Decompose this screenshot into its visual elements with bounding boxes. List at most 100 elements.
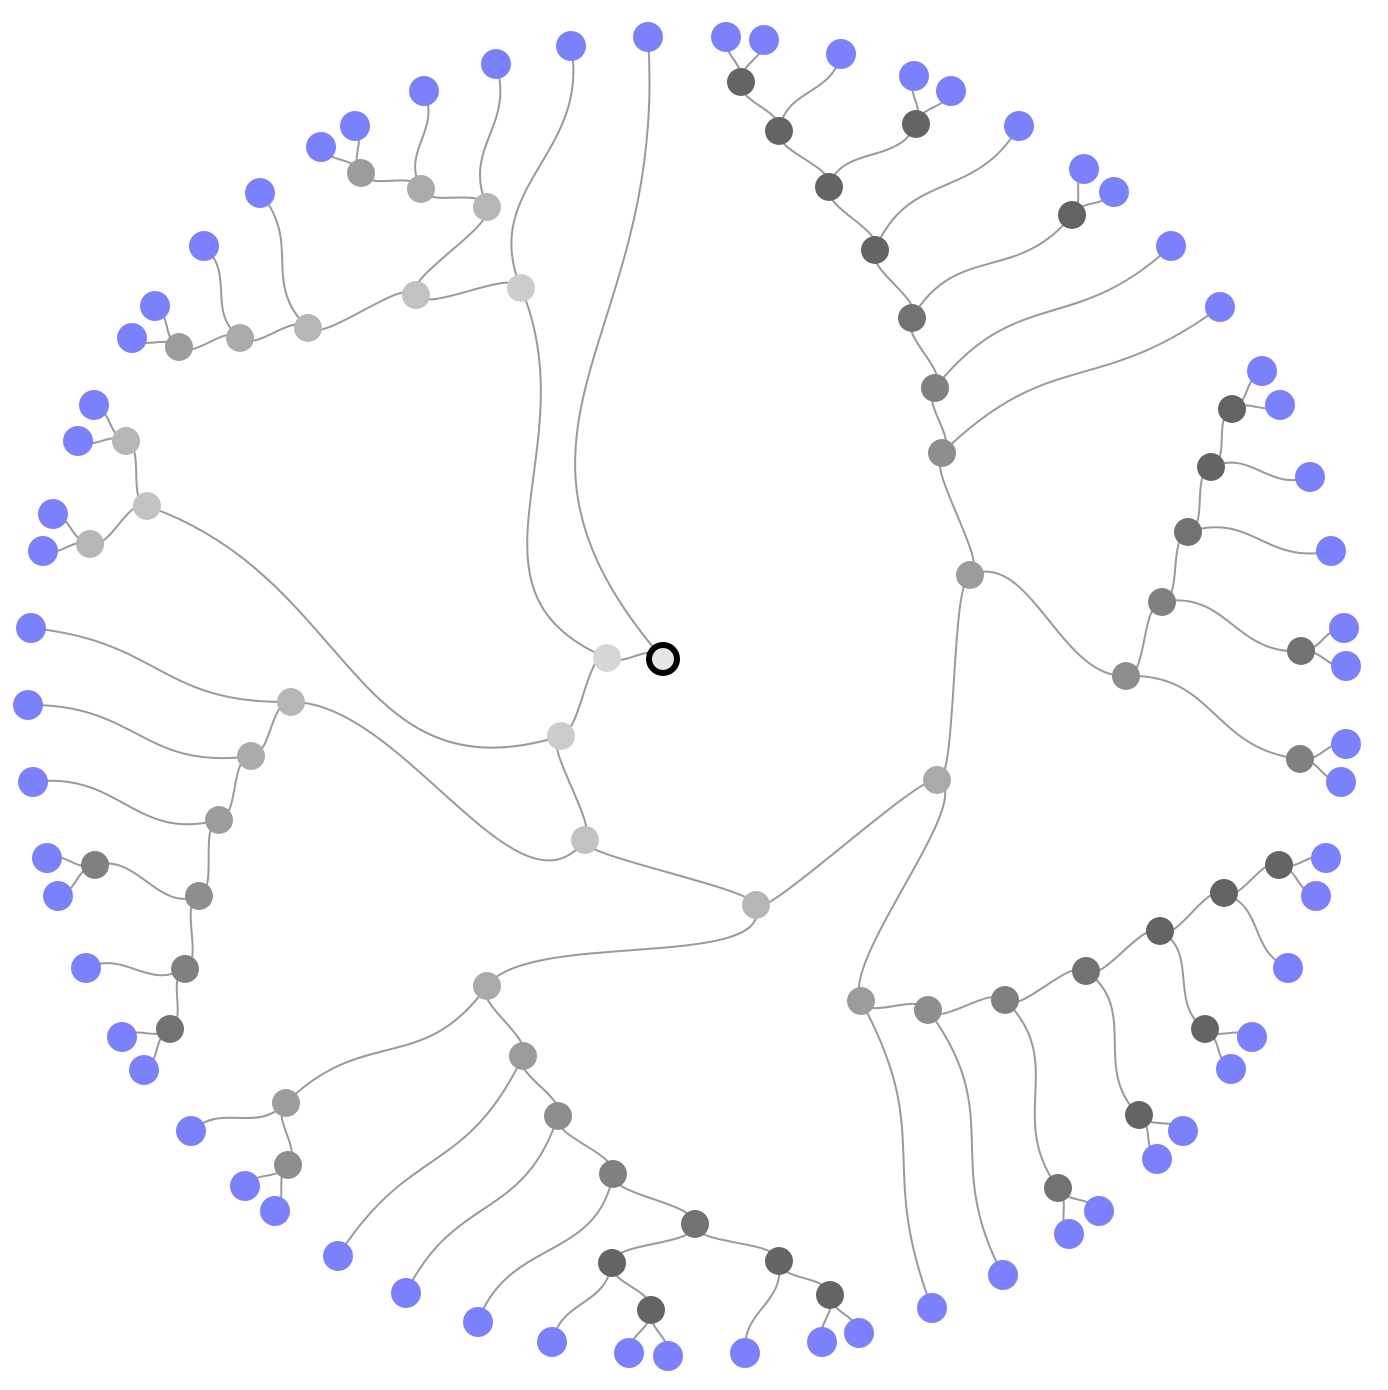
internal-node[interactable] [898,304,926,332]
internal-node[interactable] [205,806,233,834]
leaf-node[interactable] [1326,767,1356,797]
internal-node[interactable] [81,851,109,879]
leaf-node[interactable] [1216,1054,1246,1084]
leaf-node[interactable] [1084,1196,1114,1226]
internal-node[interactable] [816,1281,844,1309]
leaf-node[interactable] [614,1338,644,1368]
leaf-node[interactable] [1329,613,1359,643]
internal-node[interactable] [1174,518,1202,546]
leaf-node[interactable] [1054,1219,1084,1249]
leaf-node[interactable] [176,1116,206,1146]
leaf-node[interactable] [18,767,48,797]
leaf-node[interactable] [711,22,741,52]
leaf-node[interactable] [1142,1144,1172,1174]
leaf-node[interactable] [71,953,101,983]
root-node[interactable] [646,642,680,676]
leaf-node[interactable] [1237,1022,1267,1052]
internal-node[interactable] [681,1210,709,1238]
leaf-node[interactable] [826,39,856,69]
internal-node[interactable] [507,274,535,302]
leaf-node[interactable] [16,613,46,643]
leaf-node[interactable] [38,499,68,529]
internal-node[interactable] [294,314,322,342]
leaf-node[interactable] [556,31,586,61]
internal-node[interactable] [914,996,942,1024]
leaf-node[interactable] [1316,536,1346,566]
internal-node[interactable] [742,891,770,919]
leaf-node[interactable] [1099,177,1129,207]
leaf-node[interactable] [323,1241,353,1271]
internal-node[interactable] [1287,637,1315,665]
internal-node[interactable] [1265,851,1293,879]
internal-node[interactable] [571,826,599,854]
internal-node[interactable] [76,530,104,558]
leaf-node[interactable] [391,1278,421,1308]
leaf-node[interactable] [807,1327,837,1357]
internal-node[interactable] [598,1249,626,1277]
internal-node[interactable] [347,159,375,187]
leaf-node[interactable] [28,536,58,566]
internal-node[interactable] [861,236,889,264]
internal-node[interactable] [237,742,265,770]
internal-node[interactable] [1210,879,1238,907]
internal-node[interactable] [1286,745,1314,773]
internal-node[interactable] [727,68,755,96]
internal-node[interactable] [1191,1015,1219,1043]
leaf-node[interactable] [537,1327,567,1357]
leaf-node[interactable] [1247,356,1277,386]
internal-node[interactable] [272,1089,300,1117]
leaf-node[interactable] [899,61,929,91]
internal-node[interactable] [226,324,254,352]
leaf-node[interactable] [117,323,147,353]
leaf-node[interactable] [79,390,109,420]
leaf-node[interactable] [1004,111,1034,141]
internal-node[interactable] [1044,1174,1072,1202]
leaf-node[interactable] [260,1196,290,1226]
internal-node[interactable] [599,1160,627,1188]
internal-node[interactable] [112,427,140,455]
internal-node[interactable] [547,722,575,750]
internal-node[interactable] [509,1042,537,1070]
internal-node[interactable] [1197,453,1225,481]
internal-node[interactable] [1072,957,1100,985]
leaf-node[interactable] [230,1171,260,1201]
internal-node[interactable] [133,492,161,520]
leaf-node[interactable] [409,76,439,106]
leaf-node[interactable] [1311,843,1341,873]
leaf-node[interactable] [129,1055,159,1085]
leaf-node[interactable] [340,111,370,141]
leaf-node[interactable] [245,178,275,208]
leaf-node[interactable] [140,291,170,321]
internal-node[interactable] [956,561,984,589]
leaf-node[interactable] [988,1260,1018,1290]
internal-node[interactable] [1112,662,1140,690]
leaf-node[interactable] [917,1293,947,1323]
leaf-node[interactable] [936,76,966,106]
internal-node[interactable] [928,439,956,467]
internal-node[interactable] [902,110,930,138]
leaf-node[interactable] [32,843,62,873]
leaf-node[interactable] [306,132,336,162]
leaf-node[interactable] [1331,729,1361,759]
internal-node[interactable] [923,766,951,794]
internal-node[interactable] [544,1102,572,1130]
leaf-node[interactable] [1273,953,1303,983]
internal-node[interactable] [765,1247,793,1275]
internal-node[interactable] [815,173,843,201]
internal-node[interactable] [165,333,193,361]
leaf-node[interactable] [1156,231,1186,261]
internal-node[interactable] [407,175,435,203]
leaf-node[interactable] [1205,292,1235,322]
internal-node[interactable] [593,644,621,672]
internal-node[interactable] [1148,588,1176,616]
leaf-node[interactable] [730,1338,760,1368]
internal-node[interactable] [274,1151,302,1179]
leaf-node[interactable] [107,1022,137,1052]
leaf-node[interactable] [13,690,43,720]
internal-node[interactable] [921,374,949,402]
leaf-node[interactable] [481,49,511,79]
internal-node[interactable] [637,1296,665,1324]
internal-node[interactable] [1058,201,1086,229]
internal-node[interactable] [847,987,875,1015]
internal-node[interactable] [473,972,501,1000]
